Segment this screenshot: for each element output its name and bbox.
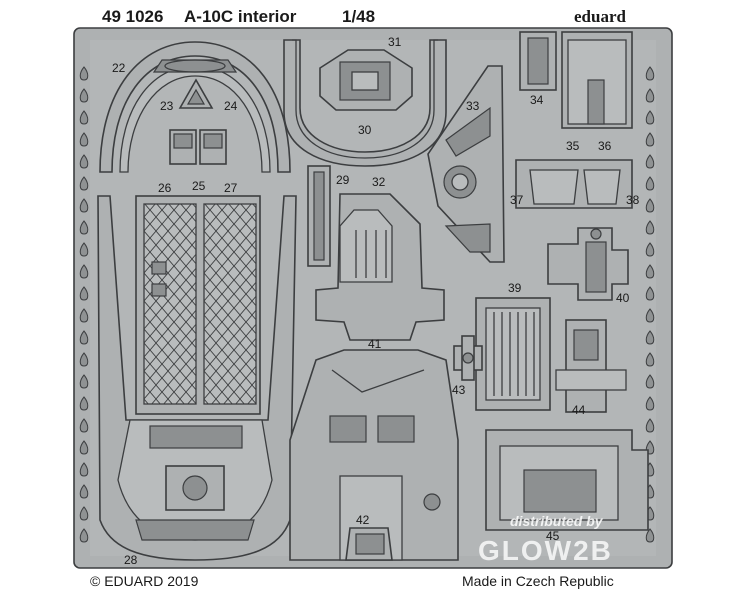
sprue-tab xyxy=(79,308,89,323)
part-31-headrest xyxy=(319,49,413,111)
sprue-tab xyxy=(79,198,89,213)
sprue-tab xyxy=(79,418,89,433)
sprue-tab xyxy=(645,308,655,323)
part-label-22: 22 xyxy=(112,61,126,75)
part-label-38: 38 xyxy=(626,193,640,207)
sprue-tab xyxy=(645,264,655,279)
part-30-u-frame xyxy=(283,39,447,167)
sprue-tab xyxy=(79,132,89,147)
product-scale: 1/48 xyxy=(342,7,375,26)
sprue-tab xyxy=(645,286,655,301)
sprue-tab xyxy=(645,528,655,543)
brand-logo: eduard xyxy=(574,7,627,26)
part-label-31: 31 xyxy=(388,35,402,49)
part-34-36-panels xyxy=(519,31,633,129)
part-32-seat-back xyxy=(315,193,445,341)
part-label-34: 34 xyxy=(530,93,544,107)
product-title: A-10C interior xyxy=(184,7,297,26)
part-label-40: 40 xyxy=(616,291,630,305)
sprue-tab xyxy=(79,462,89,477)
part-label-30: 30 xyxy=(358,123,372,137)
part-label-37: 37 xyxy=(510,193,524,207)
part-42-rudder-pedals xyxy=(345,527,393,561)
sprue-tab xyxy=(645,330,655,345)
part-label-27: 27 xyxy=(224,181,238,195)
part-label-41: 41 xyxy=(368,337,382,351)
part-39-grille xyxy=(475,297,551,411)
sprue-tab xyxy=(79,440,89,455)
sprue-tab xyxy=(645,88,655,103)
part-label-24: 24 xyxy=(224,99,238,113)
sprue-tab xyxy=(79,484,89,499)
origin-notice: Made in Czech Republic xyxy=(462,573,614,589)
part-33-angled-panel xyxy=(427,65,505,263)
part-label-42: 42 xyxy=(356,513,370,527)
sprue-tab xyxy=(79,110,89,125)
sprue-tab xyxy=(645,154,655,169)
sprue-tab xyxy=(79,176,89,191)
sprue-tab xyxy=(645,418,655,433)
sprue-tab xyxy=(645,396,655,411)
part-43-cross xyxy=(453,335,483,381)
sprue-tab xyxy=(79,264,89,279)
part-label-39: 39 xyxy=(508,281,522,295)
sprue-tab xyxy=(79,506,89,521)
part-label-36: 36 xyxy=(598,139,612,153)
sprue-tab xyxy=(645,374,655,389)
sprue-tab xyxy=(645,220,655,235)
part-label-29: 29 xyxy=(336,173,350,187)
sprue-tab xyxy=(79,66,89,81)
part-26-27-side-consoles xyxy=(135,195,261,415)
sprue-tab xyxy=(645,198,655,213)
watermark-logo: GLOW2B xyxy=(478,535,613,566)
watermark-distributed-by: distributed by xyxy=(510,513,604,529)
part-label-44: 44 xyxy=(572,403,586,417)
part-44-panel xyxy=(555,319,627,413)
sprue-tab xyxy=(79,242,89,257)
sprue-tab xyxy=(79,88,89,103)
part-label-35: 35 xyxy=(566,139,580,153)
part-label-26: 26 xyxy=(158,181,172,195)
copyright-notice: © EDUARD 2019 xyxy=(90,573,199,589)
part-label-23: 23 xyxy=(160,99,174,113)
part-37-38-tray xyxy=(515,159,633,209)
part-label-43: 43 xyxy=(452,383,466,397)
part-22-canopy-arch xyxy=(99,41,291,173)
sprue-tab xyxy=(79,220,89,235)
product-code: 49 1026 xyxy=(102,7,163,26)
sprue-tab xyxy=(79,374,89,389)
sprue-tab xyxy=(645,66,655,81)
part-23-24-triangles xyxy=(178,78,214,109)
part-28-cockpit-floor xyxy=(97,195,297,561)
sprue-tab xyxy=(79,330,89,345)
sprue-tab xyxy=(79,528,89,543)
sprue-tab xyxy=(79,154,89,169)
part-label-45: 45 xyxy=(546,529,560,543)
part-label-25: 25 xyxy=(192,179,206,193)
part-40-bracket xyxy=(547,227,629,301)
sprue-tab xyxy=(79,352,89,367)
sprue-tab xyxy=(645,352,655,367)
sprue-tab xyxy=(645,242,655,257)
sprue-tab xyxy=(79,396,89,411)
sprue-tab xyxy=(79,286,89,301)
part-label-32: 32 xyxy=(372,175,386,189)
left-tab-column xyxy=(79,66,89,543)
sprue-tab xyxy=(645,176,655,191)
part-label-28: 28 xyxy=(124,553,138,567)
part-25-boxes xyxy=(169,129,227,165)
part-29-bar-inner xyxy=(313,171,325,261)
sprue-tab xyxy=(645,110,655,125)
sprue-tab xyxy=(645,132,655,147)
part-45-base xyxy=(485,429,649,531)
part-label-33: 33 xyxy=(466,99,480,113)
